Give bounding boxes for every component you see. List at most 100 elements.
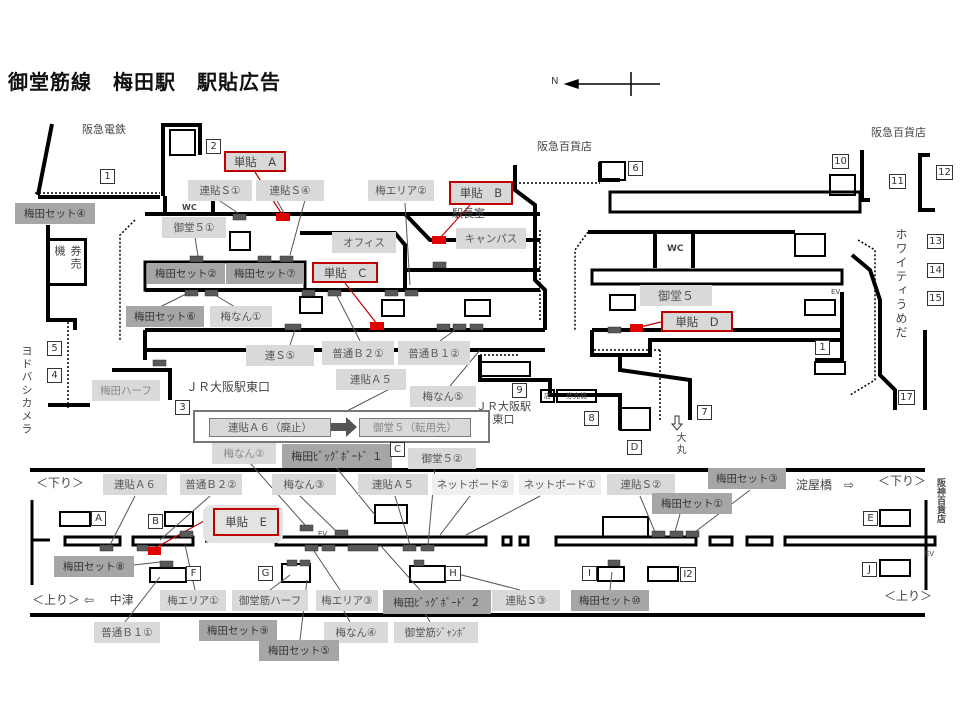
set-ad-label: 梅田セット①	[652, 493, 732, 514]
set-ad-label: 梅田セット⑤	[259, 640, 339, 661]
exit-number: 10	[832, 154, 849, 169]
page-title: 御堂筋線 梅田駅 駅貼広告	[8, 70, 281, 94]
hankyu-railway-label: 阪急電鉄	[82, 123, 126, 136]
stair-letter: E	[863, 511, 878, 526]
ad-label: 梅なん①	[210, 306, 272, 327]
single-ad-e-label: 単貼 E	[213, 508, 279, 536]
exit-number: 15	[927, 291, 944, 306]
removed-ad-label: 連貼Ａ６（廃止）	[209, 418, 331, 437]
exit-number: 5	[47, 341, 62, 356]
dotted-boundaries	[35, 182, 876, 420]
ev-label: EV	[831, 288, 841, 296]
ad-label: 連Ｓ⑤	[246, 345, 314, 366]
big-board-ad-label: 梅田ﾋﾞｯｸﾞﾎﾞｰﾄﾞ ２	[383, 590, 491, 614]
exit-number: 14	[927, 263, 944, 278]
down-direction-label: ＜下り＞	[878, 474, 927, 488]
big-board-ad-label: 梅田ﾋﾞｯｸﾞﾎﾞｰﾄﾞ １	[282, 444, 392, 468]
stairs-icons	[59, 129, 911, 583]
ad-label: 普通Ｂ１②	[398, 341, 470, 365]
jr-east-exit-label: ＪＲ大阪駅 東口	[476, 400, 531, 426]
set-ad-label: 梅田セット⑧	[54, 556, 134, 577]
ad-label: 梅なん②	[212, 443, 276, 464]
exit-number: 11	[889, 174, 906, 189]
shop-label: 店	[540, 389, 555, 403]
exit-number: 8	[584, 411, 599, 426]
ev-label: EV	[925, 550, 935, 558]
office-label: オフィス	[332, 232, 396, 253]
ad-position-markers	[99, 213, 700, 568]
ad-label: 普通Ｂ２①	[322, 341, 394, 365]
nakatsu-direction-label: ＜上り＞ ⇦ 中津	[32, 593, 134, 607]
relocation-notice: 連貼Ａ６（廃止） 御堂５（転用先）	[193, 410, 490, 443]
exit-number: 3	[175, 400, 190, 415]
relocation-arrow-icon	[330, 417, 357, 437]
set-ad-label: 梅田セット⑩	[571, 590, 649, 611]
ad-label: 連貼Ａ５	[358, 474, 428, 495]
exit-number: 13	[927, 234, 944, 249]
wc-label: WC	[182, 203, 197, 212]
exit-number: 1	[815, 340, 830, 355]
compass-north-label: N	[551, 76, 559, 87]
ad-label: 連貼Ｓ②	[607, 474, 675, 495]
ad-label: 御堂５	[640, 285, 712, 306]
exit-number: 1	[100, 169, 115, 184]
net-board-ad-label: ネットボード②	[432, 474, 514, 495]
jr-east-exit-label: ＪＲ大阪駅東口	[186, 380, 271, 394]
single-ad-c-label: 単貼 C	[312, 262, 378, 283]
set-ad-label: 梅田セット⑨	[199, 620, 277, 641]
exit-number: 7	[697, 405, 712, 420]
ad-label: 梅なん④	[324, 622, 388, 643]
ad-label: 連貼Ｓ③	[492, 590, 560, 611]
ad-label: 梅エリア①	[160, 590, 226, 611]
whity-umeda-label: ホワイティうめだ	[894, 228, 908, 340]
exit-number: 9	[512, 383, 527, 398]
ad-label: 梅なん⑤	[410, 386, 476, 407]
exit-number: 4	[47, 368, 62, 383]
stair-letter: J	[862, 562, 877, 577]
stair-letter: G	[258, 566, 273, 581]
ad-label: 御堂５②	[408, 448, 476, 469]
wc-label: WC	[667, 244, 684, 254]
ad-label: 梅なん③	[272, 474, 336, 495]
single-ad-a-label: 単貼 A	[224, 151, 286, 172]
ad-label: 連貼Ａ６	[103, 474, 167, 495]
stair-letter: B	[148, 514, 163, 529]
net-board-ad-label: ネットボード①	[519, 474, 601, 495]
yodoyabashi-direction-label: 淀屋橋 ⇨	[796, 478, 855, 492]
single-ad-d-label: 単貼 D	[661, 311, 733, 332]
daimaru-label: 大丸	[674, 432, 685, 456]
single-ad-b-label: 単貼 B	[449, 181, 513, 205]
exit-letter: D	[627, 440, 642, 455]
set-ad-label: 梅田セット④	[15, 203, 95, 224]
station-office-label: 駅長室	[452, 207, 485, 220]
exit-number: 12	[936, 165, 953, 180]
ad-label: 連貼Ａ５	[336, 369, 406, 390]
ad-label: 梅エリア③	[316, 590, 378, 611]
north-arrow-icon	[563, 72, 660, 96]
ticket-machine-label: 券売機	[47, 238, 87, 286]
single-ad-red-markers	[148, 213, 643, 555]
set-ad-label: 梅田セット⑦	[226, 263, 304, 284]
ad-label: 連貼Ｓ①	[188, 180, 252, 201]
stair-letter: C	[390, 442, 405, 457]
hanshin-dept-label: 阪神百貨店	[935, 478, 945, 523]
exit-number: 2	[206, 139, 221, 154]
set-ad-label: 梅田セット③	[708, 468, 786, 489]
relocated-ad-label: 御堂５（転用先）	[359, 418, 471, 437]
ad-label: 梅エリア②	[368, 180, 434, 201]
ad-label: キャンパス	[456, 228, 526, 249]
ad-label: 梅田ハーフ	[92, 380, 160, 401]
stair-letter: I2	[680, 567, 696, 582]
ad-label: 普通Ｂ１①	[94, 622, 160, 643]
down-arrow-icon	[670, 415, 684, 431]
set-ad-label: 梅田セット②	[147, 263, 225, 284]
down-direction-label: ＜下り＞	[36, 476, 85, 490]
exit-number: 17	[898, 390, 915, 405]
yodobashi-label: ヨドバシカメラ	[20, 345, 33, 436]
ad-label: 連貼Ｓ④	[256, 180, 324, 201]
hankyu-dept-label: 阪急百貨店	[537, 140, 592, 153]
stair-letter: I	[582, 566, 597, 581]
ticket-machine-small-label: 券売機	[556, 389, 597, 403]
ev-label: EV	[318, 530, 328, 538]
